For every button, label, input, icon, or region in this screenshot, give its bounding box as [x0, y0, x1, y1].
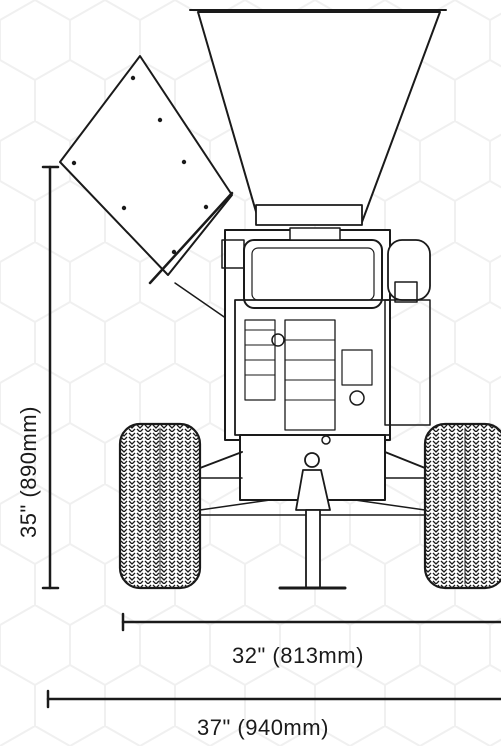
height-dimension-line [41, 165, 60, 590]
outer-width-dimension-line [46, 689, 501, 709]
right-wheel [423, 422, 501, 590]
discharge-chute [59, 55, 244, 331]
outer-width-dimension-label: 37" (940mm) [197, 715, 329, 740]
inner-width-dimension-line [121, 612, 501, 632]
inner-width-dimension-label: 32" (813mm) [232, 643, 364, 668]
height-dimension-label: 35" (890mm) [16, 406, 41, 538]
left-wheel [118, 422, 202, 590]
hopper [189, 9, 447, 226]
support-stand [278, 452, 347, 590]
